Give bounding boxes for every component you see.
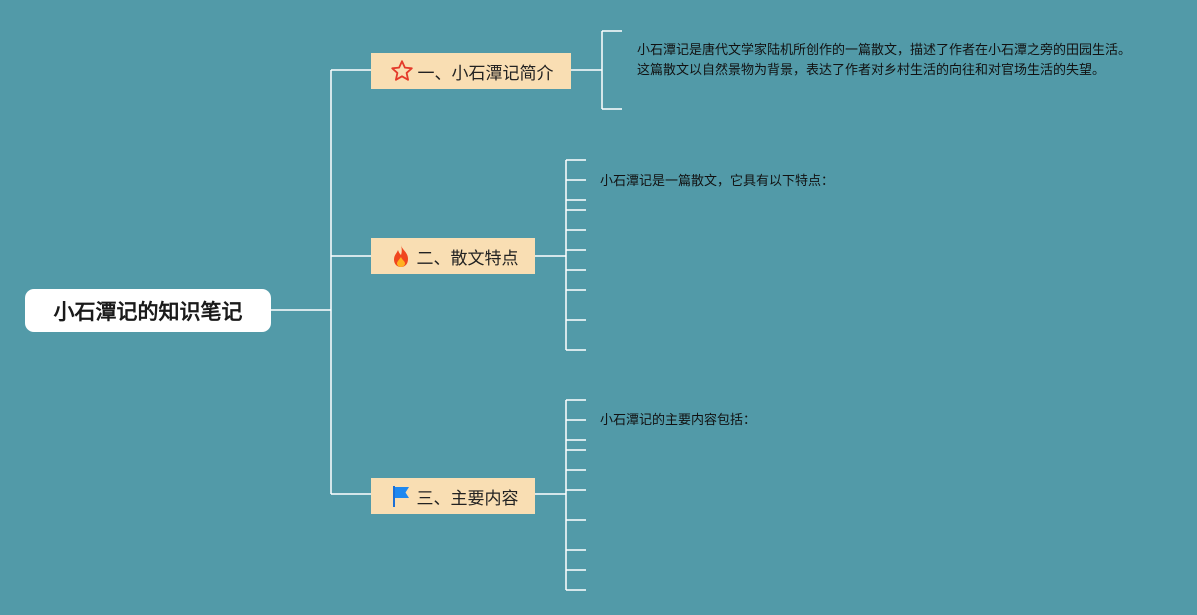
flag-icon <box>388 483 414 509</box>
branch3-bracket-ticks <box>566 399 586 591</box>
star-icon <box>389 58 415 84</box>
branch-node-intro[interactable]: 一、小石潭记简介 <box>371 53 571 89</box>
leaf-intro-text: 小石潭记是唐代文学家陆机所创作的一篇散文，描述了作者在小石潭之旁的田园生活。这篇… <box>637 43 1132 78</box>
branch-label-features: 二、散文特点 <box>416 248 519 269</box>
fire-icon <box>388 243 414 269</box>
branch-label-content: 三、主要内容 <box>416 488 519 509</box>
leaf-features-text: 小石潭记是一篇散文，它具有以下特点： <box>600 174 835 189</box>
leaf-content-text: 小石潭记的主要内容包括： <box>600 413 757 428</box>
branch-node-content[interactable]: 三、主要内容 <box>371 478 535 514</box>
branch1-bracket-ends <box>602 30 622 110</box>
branch-node-features[interactable]: 二、散文特点 <box>371 238 535 274</box>
root-title: 小石潭记的知识笔记 <box>53 299 243 324</box>
root-node[interactable]: 小石潭记的知识笔记 <box>25 289 271 332</box>
branch-label-intro: 一、小石潭记简介 <box>417 63 554 84</box>
branch2-bracket-ticks <box>566 159 586 351</box>
